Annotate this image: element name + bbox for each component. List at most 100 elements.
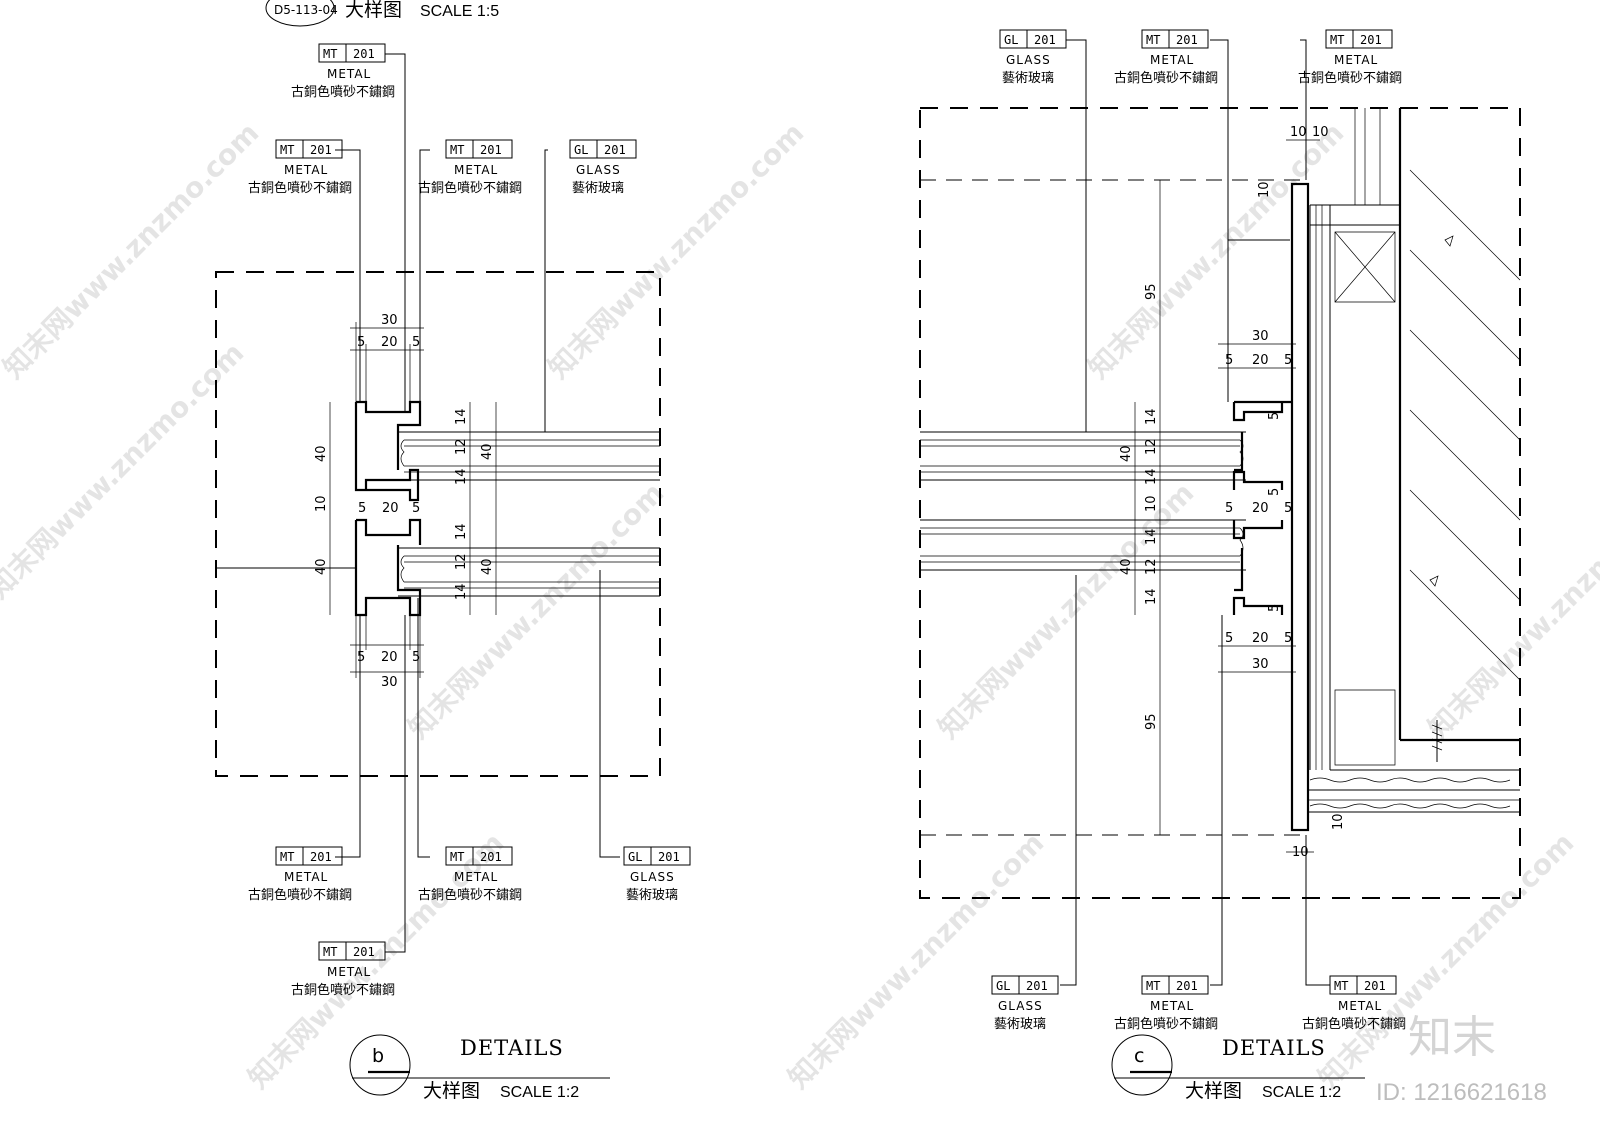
svg-text:METAL: METAL xyxy=(327,67,371,81)
svg-text:MT: MT xyxy=(1146,979,1160,993)
svg-text:GLASS: GLASS xyxy=(1006,53,1051,67)
svg-text:GLASS: GLASS xyxy=(630,870,675,884)
top-title-cn: 大样图 xyxy=(345,0,402,21)
dim-20: 20 xyxy=(381,335,398,350)
svg-text:201: 201 xyxy=(353,47,375,61)
svg-text:METAL: METAL xyxy=(284,163,328,177)
detail-c-cn: 大样图 xyxy=(1185,1080,1242,1102)
svg-text:藝術玻璃: 藝術玻璃 xyxy=(626,888,678,903)
svg-text:201: 201 xyxy=(1360,33,1382,47)
dim-10: 10 xyxy=(1144,495,1159,512)
svg-text:201: 201 xyxy=(480,850,502,864)
svg-text:古銅色噴砂不鏽鋼: 古銅色噴砂不鏽鋼 xyxy=(1298,70,1402,86)
top-title-scale: SCALE 1:5 xyxy=(420,3,499,20)
dim-5: 5 xyxy=(357,335,365,350)
top-title-ref: D5-113-04 xyxy=(274,3,338,17)
svg-text:藝術玻璃: 藝術玻璃 xyxy=(994,1017,1046,1032)
dim-20: 20 xyxy=(1252,631,1269,646)
svg-text:古銅色噴砂不鏽鋼: 古銅色噴砂不鏽鋼 xyxy=(291,982,395,998)
detail-c-border xyxy=(919,107,1521,899)
detail-b-cn: 大样图 xyxy=(423,1080,480,1102)
svg-text:201: 201 xyxy=(1026,979,1048,993)
dim-5: 5 xyxy=(357,650,365,665)
glass-pane-upper xyxy=(398,431,660,481)
detail-c-leaders xyxy=(1060,39,1330,986)
svg-text:201: 201 xyxy=(353,945,375,959)
svg-text:古銅色噴砂不鏽鋼: 古銅色噴砂不鏽鋼 xyxy=(248,887,352,903)
dim-12: 12 xyxy=(454,553,469,570)
dim-10: 10 xyxy=(1257,181,1272,198)
dim-5: 5 xyxy=(412,650,420,665)
detail-b-title: b DETAILS 大样图 SCALE 1:2 xyxy=(349,1034,610,1102)
dim-5: 5 xyxy=(1225,631,1233,646)
svg-text:201: 201 xyxy=(604,143,626,157)
svg-text:METAL: METAL xyxy=(1334,53,1378,67)
detail-c-scale: SCALE 1:2 xyxy=(1262,1084,1341,1101)
svg-text:古銅色噴砂不鏽鋼: 古銅色噴砂不鏽鋼 xyxy=(418,887,522,903)
svg-text:古銅色噴砂不鏽鋼: 古銅色噴砂不鏽鋼 xyxy=(1302,1016,1406,1032)
metal-profile-lower xyxy=(1232,520,1284,615)
svg-text:MT: MT xyxy=(280,850,294,864)
dim-10: 10 xyxy=(1290,125,1307,140)
dim-14: 14 xyxy=(454,468,469,485)
svg-text:古銅色噴砂不鏽鋼: 古銅色噴砂不鏽鋼 xyxy=(248,180,352,196)
dim-5: 5 xyxy=(1267,604,1282,612)
detail-b-dimensions: 30 20 5 5 20 30 5 5 40 10 40 14 12 14 14… xyxy=(314,313,497,690)
dim-30: 30 xyxy=(381,313,398,328)
detail-c-heading: DETAILS xyxy=(1222,1036,1326,1060)
svg-text:古銅色噴砂不鏽鋼: 古銅色噴砂不鏽鋼 xyxy=(1114,1016,1218,1032)
dim-10: 10 xyxy=(1312,125,1329,140)
svg-text:MT: MT xyxy=(450,850,464,864)
svg-text:201: 201 xyxy=(658,850,680,864)
detail-b-leaders xyxy=(335,53,620,953)
svg-text:GL: GL xyxy=(574,143,588,157)
svg-text:METAL: METAL xyxy=(327,965,371,979)
watermark-text: 知末网www.znzmo.com xyxy=(402,476,671,745)
dim-5: 5 xyxy=(412,501,420,516)
svg-text:METAL: METAL xyxy=(1338,999,1382,1013)
svg-text:MT: MT xyxy=(323,945,337,959)
metal-profile-lower xyxy=(354,518,422,617)
svg-text:古銅色噴砂不鏽鋼: 古銅色噴砂不鏽鋼 xyxy=(291,84,395,100)
dim-20: 20 xyxy=(1252,501,1269,516)
dim-40: 40 xyxy=(1119,445,1134,462)
dim-20: 20 xyxy=(382,501,399,516)
detail-c-dimensions: 95 95 40 40 14 12 14 10 14 12 14 30 20 5… xyxy=(1119,125,1346,860)
dim-14: 14 xyxy=(454,523,469,540)
dim-14: 14 xyxy=(1144,408,1159,425)
dim-40: 40 xyxy=(314,445,329,462)
svg-text:MT: MT xyxy=(1146,33,1160,47)
svg-text:METAL: METAL xyxy=(454,870,498,884)
dim-20: 20 xyxy=(381,650,398,665)
svg-text:MT: MT xyxy=(1334,979,1348,993)
svg-text:GL: GL xyxy=(628,850,642,864)
watermark-text: 知末网www.znzmo.com xyxy=(1422,476,1600,745)
dim-95: 95 xyxy=(1144,283,1159,300)
dim-30: 30 xyxy=(1252,657,1269,672)
dim-5: 5 xyxy=(1225,353,1233,368)
glass-pane-upper xyxy=(920,431,1246,481)
metal-profile-upper xyxy=(1232,400,1292,490)
svg-text:藝術玻璃: 藝術玻璃 xyxy=(1002,71,1054,86)
dim-5: 5 xyxy=(1225,501,1233,516)
svg-text:GL: GL xyxy=(996,979,1010,993)
svg-text:201: 201 xyxy=(1034,33,1056,47)
tag-mt-bottom: MT 201 METAL 古銅色噴砂不鏽鋼 xyxy=(291,941,395,998)
svg-text:201: 201 xyxy=(1364,979,1386,993)
metal-profile-upper xyxy=(354,400,422,502)
tag-mt-lower-right: MT 201 METAL 古銅色噴砂不鏽鋼 xyxy=(418,846,522,903)
brand-watermark: 知末 ID: 1216621618 xyxy=(1376,1012,1547,1106)
wall-section xyxy=(1290,108,1521,832)
svg-text:藝術玻璃: 藝術玻璃 xyxy=(572,181,624,196)
glass-pane-lower xyxy=(398,547,660,597)
svg-text:METAL: METAL xyxy=(454,163,498,177)
svg-text:METAL: METAL xyxy=(284,870,328,884)
dim-40: 40 xyxy=(314,558,329,575)
